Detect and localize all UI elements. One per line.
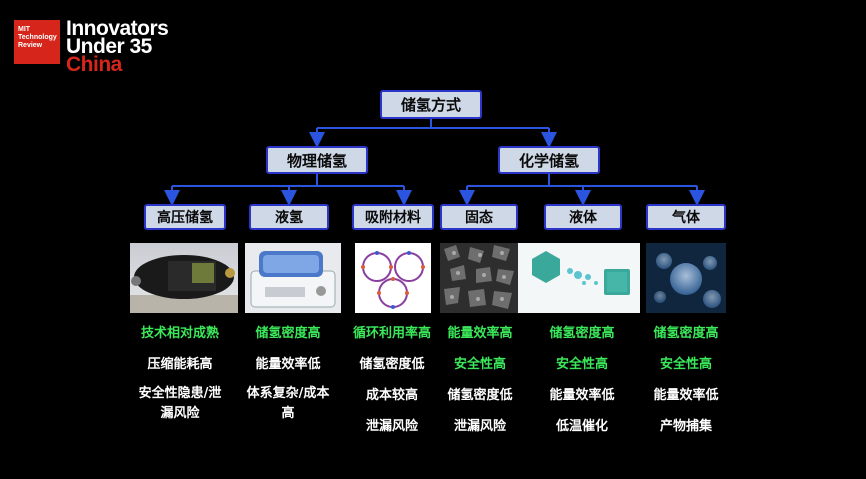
logo-mark-line-2: Technology [18,34,57,41]
disadvantage-item: 压缩能耗高 [147,357,213,372]
node-high-pressure: 高压储氢 [144,204,226,230]
disadvantage-item: 能量效率低 [255,357,321,372]
disadvantage-item: 泄漏风险 [453,419,506,434]
root-node-storage-methods: 储氢方式 [380,90,482,119]
mit-technology-review-mark: MIT Technology Review [14,20,60,64]
logo-wordmark: Innovators Under 35 China [66,17,169,76]
advantage-item: 能量效率高 [447,326,513,341]
liquid-organic-hydrogen-carrier-image [518,243,640,313]
advantage-item: 安全性高 [555,357,608,372]
node-solid-state: 固态 [440,204,518,230]
logo-mark-line-3: Review [18,42,43,49]
column-high-pressure: 技术相对成熟 压缩能耗高 安全性隐患/泄漏风险 [128,322,232,424]
node-chemical-storage: 化学储氢 [498,146,600,174]
node-adsorption-material: 吸附材料 [352,204,434,230]
advantage-item: 安全性高 [659,357,712,372]
column-solid-state: 能量效率高 安全性高 储氢密度低 泄漏风险 [432,322,528,434]
advantage-item: 储氢密度高 [549,326,615,341]
disadvantage-item: 泄漏风险 [365,419,418,434]
disadvantage-item: 成本较高 [365,388,418,403]
column-adsorption: 循环利用率高 储氢密度低 成本较高 泄漏风险 [340,322,444,434]
advantage-item: 技术相对成熟 [140,326,219,341]
disadvantage-item: 体系复杂/成本高 [246,386,330,421]
disadvantage-item: 储氢密度低 [359,357,425,372]
logo-line-1: Innovators [66,17,169,40]
gas-hydrogen-image [646,243,726,313]
advantage-item: 储氢密度高 [255,326,321,341]
logo-mark-line-1: MIT [18,26,31,33]
column-liquid-hydrogen: 储氢密度高 能量效率低 体系复杂/成本高 [238,322,338,424]
adsorption-material-structure-image [355,243,431,313]
disadvantage-item: 安全性隐患/泄漏风险 [138,386,222,421]
advantage-item: 循环利用率高 [352,326,431,341]
high-pressure-tank-image [130,243,238,313]
disadvantage-item: 储氢密度低 [447,388,513,403]
liquid-hydrogen-device-image [245,243,341,313]
advantage-item: 安全性高 [453,357,506,372]
node-gas: 气体 [646,204,726,230]
node-physical-storage: 物理储氢 [266,146,368,174]
disadvantage-item: 能量效率低 [653,388,719,403]
logo-line-3: China [66,53,122,76]
solid-state-material-image [440,243,518,313]
node-liquid: 液体 [544,204,622,230]
logo-line-2: Under 35 [66,35,152,58]
mit-tr-logo: MIT Technology Review Innovators Under 3… [14,17,169,76]
disadvantage-item: 低温催化 [555,419,608,434]
node-liquid-hydrogen: 液氢 [249,204,329,230]
advantage-item: 储氢密度高 [653,326,719,341]
disadvantage-item: 产物捕集 [659,419,712,434]
column-gas: 储氢密度高 安全性高 能量效率低 产物捕集 [638,322,734,434]
disadvantage-item: 能量效率低 [549,388,615,403]
column-liquid: 储氢密度高 安全性高 能量效率低 低温催化 [534,322,630,434]
